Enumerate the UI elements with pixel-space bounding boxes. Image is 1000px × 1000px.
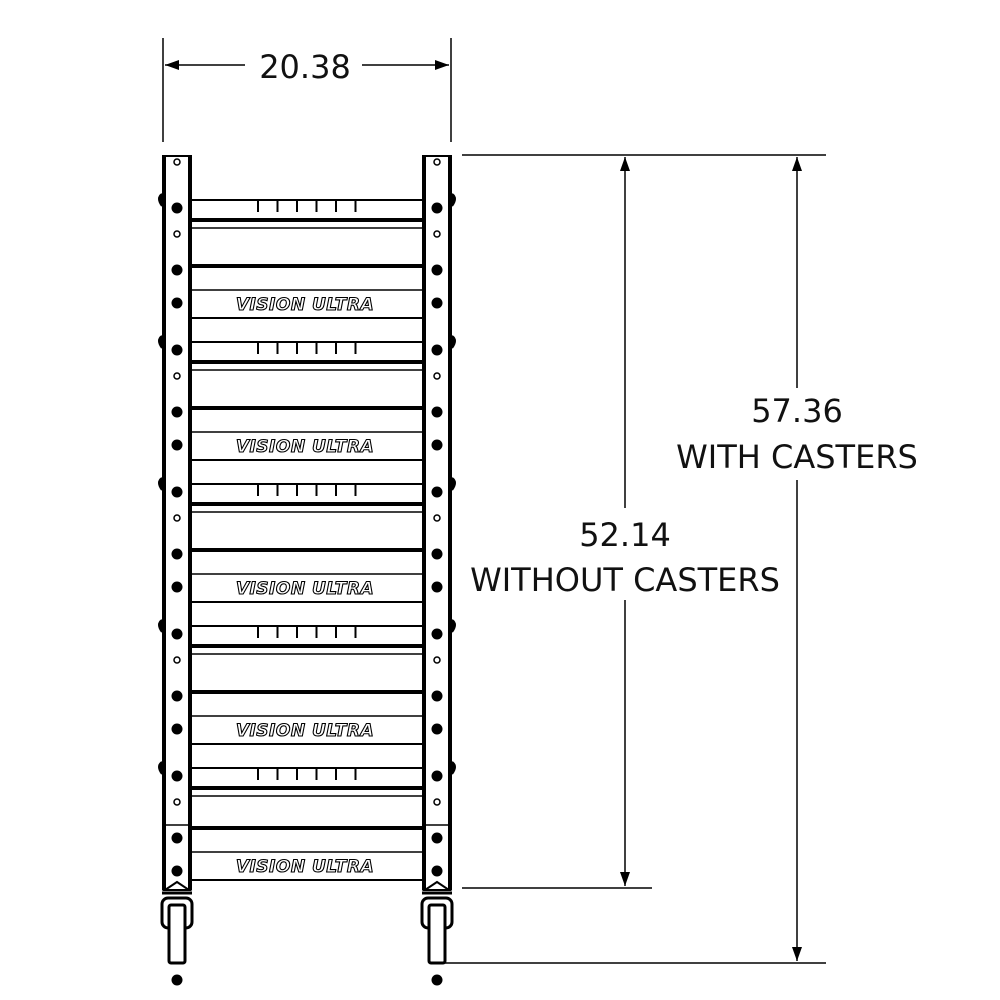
bolt-hole — [171, 770, 183, 782]
bolt-hole — [431, 974, 443, 986]
small-hole — [433, 372, 441, 380]
small-hole — [433, 158, 441, 166]
bolt-hole — [171, 406, 183, 418]
bolt-hole — [171, 628, 183, 640]
small-hole — [433, 584, 441, 592]
arrow-right — [435, 60, 449, 70]
bolt-hole — [431, 486, 443, 498]
bolt-hole — [431, 406, 443, 418]
bolt-hole — [171, 264, 183, 276]
vision-ultra-logo: VISION ULTRA — [236, 579, 374, 599]
shelf-4: VISION ULTRA — [192, 625, 422, 745]
width-dimension-text: 20.38 — [259, 48, 351, 86]
height-with-casters-value: 57.36 — [751, 392, 843, 430]
small-hole — [173, 514, 181, 522]
caster-wheel — [427, 903, 447, 965]
small-hole — [173, 868, 181, 876]
vision-ultra-logo: VISION ULTRA — [236, 857, 374, 877]
bolt-hole — [171, 202, 183, 214]
small-hole — [173, 300, 181, 308]
side-hook — [158, 335, 163, 349]
height-without-casters-label: WITHOUT CASTERS — [470, 561, 780, 599]
left-caster — [160, 880, 194, 965]
small-hole — [433, 726, 441, 734]
small-hole — [173, 726, 181, 734]
bolt-hole — [431, 202, 443, 214]
bolt-hole — [431, 832, 443, 844]
side-hook — [158, 761, 163, 775]
arrow-down — [792, 947, 802, 961]
shelf-3: VISION ULTRA — [192, 483, 422, 603]
small-hole — [433, 230, 441, 238]
small-hole — [433, 514, 441, 522]
side-hook — [158, 477, 163, 491]
side-hook — [158, 619, 163, 633]
shelf-2: VISION ULTRA — [192, 341, 422, 461]
bolt-hole — [431, 690, 443, 702]
bolt-hole — [431, 264, 443, 276]
side-hook — [158, 193, 163, 207]
shelf-5: VISION ULTRA — [192, 767, 422, 881]
caster-wheel — [167, 903, 187, 965]
height-without-casters-value: 52.14 — [579, 516, 671, 554]
small-hole — [173, 158, 181, 166]
caster-mount — [161, 880, 193, 891]
bolt-hole — [171, 344, 183, 356]
dimensions — [162, 38, 826, 964]
bolt-hole — [171, 974, 183, 986]
vision-ultra-logo: VISION ULTRA — [236, 437, 374, 457]
bolt-hole — [431, 770, 443, 782]
small-hole — [433, 798, 441, 806]
small-hole — [173, 656, 181, 664]
small-hole — [433, 656, 441, 664]
bolt-hole — [171, 690, 183, 702]
height-with-casters-label: WITH CASTERS — [676, 438, 918, 476]
vision-ultra-logo: VISION ULTRA — [236, 295, 374, 315]
small-hole — [173, 372, 181, 380]
small-hole — [173, 230, 181, 238]
side-hook — [451, 193, 456, 207]
right-caster — [420, 880, 454, 965]
side-hook — [451, 619, 456, 633]
small-hole — [433, 868, 441, 876]
small-hole — [173, 584, 181, 592]
small-hole — [433, 300, 441, 308]
small-hole — [173, 798, 181, 806]
side-hook — [451, 335, 456, 349]
bolt-hole — [431, 344, 443, 356]
bolt-hole — [171, 832, 183, 844]
arrow-down — [620, 872, 630, 886]
small-hole — [173, 442, 181, 450]
arrow-up — [620, 157, 630, 171]
arrow-up — [792, 157, 802, 171]
bolt-hole — [431, 548, 443, 560]
bolt-hole — [431, 628, 443, 640]
side-hook — [451, 761, 456, 775]
caster-mount — [421, 880, 453, 891]
side-hook — [451, 477, 456, 491]
arrow-left — [165, 60, 179, 70]
small-hole — [433, 442, 441, 450]
bolt-hole — [171, 486, 183, 498]
vision-ultra-logo: VISION ULTRA — [236, 721, 374, 741]
bolt-hole — [171, 548, 183, 560]
shelf-1: VISION ULTRA — [192, 199, 422, 319]
rack-cart: VISION ULTRA VISION ULTRA VISION ULTRA VISI… — [158, 155, 456, 986]
